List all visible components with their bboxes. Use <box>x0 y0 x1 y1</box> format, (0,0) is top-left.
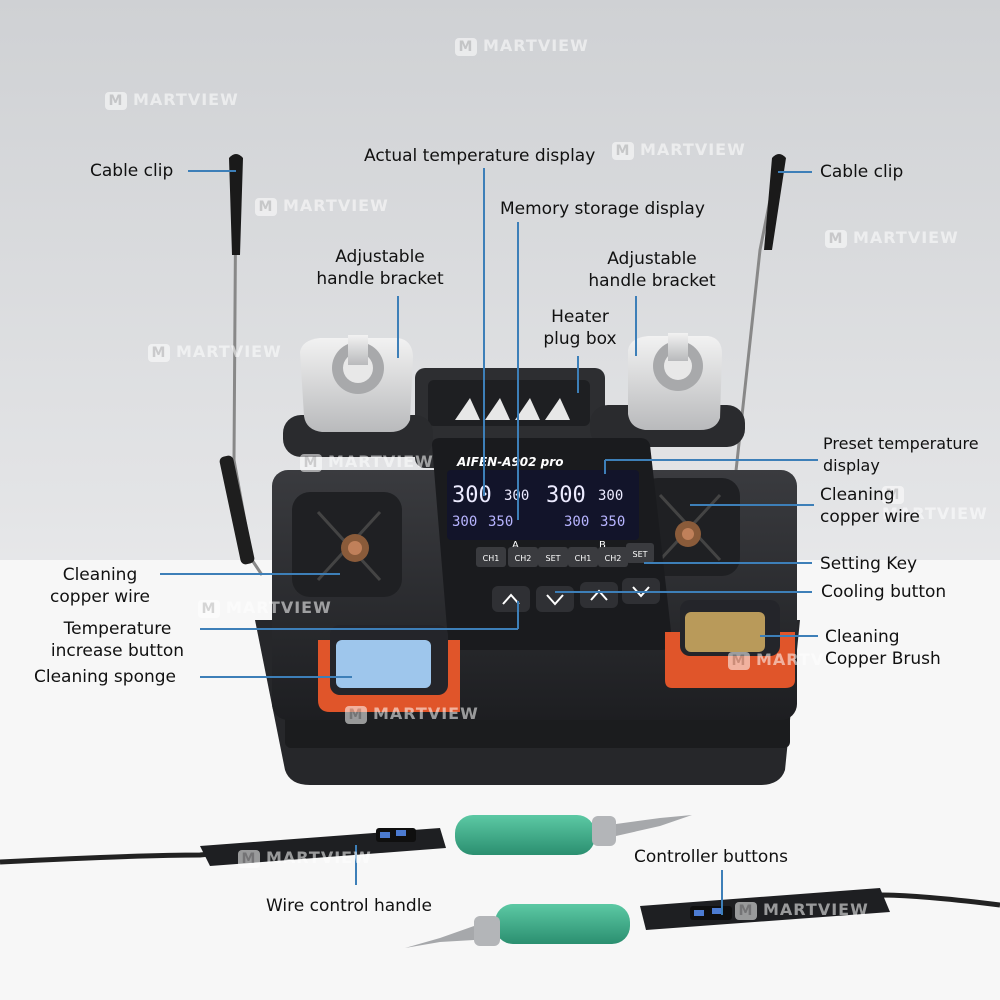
ch-a-actual: 300 <box>452 483 492 508</box>
svg-text:CH2: CH2 <box>515 554 532 563</box>
cable-clip-right <box>733 154 786 481</box>
brand-model: AIFEN-A902 pro <box>456 455 563 469</box>
temp-increase-button-a[interactable] <box>492 586 530 612</box>
temp-decrease-button-a[interactable] <box>536 586 574 612</box>
side-a-label: A <box>512 540 519 551</box>
key-ch2-a[interactable]: CH2 <box>508 547 538 567</box>
svg-text:SET: SET <box>632 550 647 559</box>
svg-text:SET: SET <box>545 554 560 563</box>
lcd-display <box>447 470 639 540</box>
cleaning-sponge <box>318 625 460 712</box>
watermark: MMARTVIEW <box>882 485 988 523</box>
svg-text:CH2: CH2 <box>605 554 622 563</box>
label-preset-temperature-display: Preset temperature display <box>823 434 979 475</box>
ch-a-set: 300 <box>504 488 529 504</box>
cleaning-copper-wire-left <box>292 492 402 597</box>
label-cleaning-copper-wire-left: Cleaning copper wire <box>50 565 150 607</box>
cable-clip-left <box>219 154 264 576</box>
label-cleaning-copper-wire-right: Cleaning copper wire <box>820 485 920 527</box>
key-ch1-a[interactable]: CH1 <box>476 547 506 567</box>
label-setting-key: Setting Key <box>820 554 918 574</box>
memory-a-2: 350 <box>488 514 513 530</box>
svg-text:CH1: CH1 <box>483 554 500 563</box>
cleaning-copper-brush <box>665 600 795 688</box>
memory-b-2: 350 <box>600 514 625 530</box>
pointer-lines <box>160 168 818 915</box>
key-set-b[interactable]: SET <box>626 543 654 563</box>
label-temperature-increase-button: Temperature increase button <box>50 619 185 661</box>
memory-b-1: 300 <box>564 514 589 530</box>
heater-plug-box <box>428 380 590 426</box>
front-panel: AIFEN-A902 pro 300 300 300 300 300 350 3… <box>432 438 672 650</box>
label-cooling-button: Cooling button <box>821 582 947 602</box>
label-cable-clip-left: Cable clip <box>90 161 174 181</box>
key-set-a[interactable]: SET <box>538 547 568 567</box>
svg-text:CH1: CH1 <box>575 554 592 563</box>
label-actual-temperature-display: Actual temperature display <box>364 146 596 166</box>
label-wire-control-handle: Wire control handle <box>266 896 432 916</box>
memory-a-1: 300 <box>452 514 477 530</box>
handle-bracket-right <box>628 333 722 430</box>
key-ch2-b[interactable]: CH2 <box>598 547 628 567</box>
label-cleaning-copper-brush: Cleaning Copper Brush <box>825 627 941 669</box>
ch-b-actual: 300 <box>546 483 586 508</box>
label-cable-clip-right: Cable clip <box>820 162 904 182</box>
controller-buttons-handle <box>405 888 1000 948</box>
wire-control-handle <box>0 815 692 866</box>
handle-bracket-left <box>300 335 413 432</box>
label-memory-storage-display: Memory storage display <box>500 199 705 219</box>
label-heater-plug-box: Heater plug box <box>543 307 617 349</box>
label-cleaning-sponge: Cleaning sponge <box>34 667 177 687</box>
label-handle-bracket-left: Adjustable handle bracket <box>316 247 444 289</box>
ch-b-set: 300 <box>598 488 623 504</box>
key-ch1-b[interactable]: CH1 <box>568 547 598 567</box>
temp-increase-button-b[interactable] <box>580 582 618 608</box>
label-controller-buttons: Controller buttons <box>634 847 788 867</box>
side-b-label: B <box>599 540 606 551</box>
label-handle-bracket-right: Adjustable handle bracket <box>588 249 716 291</box>
